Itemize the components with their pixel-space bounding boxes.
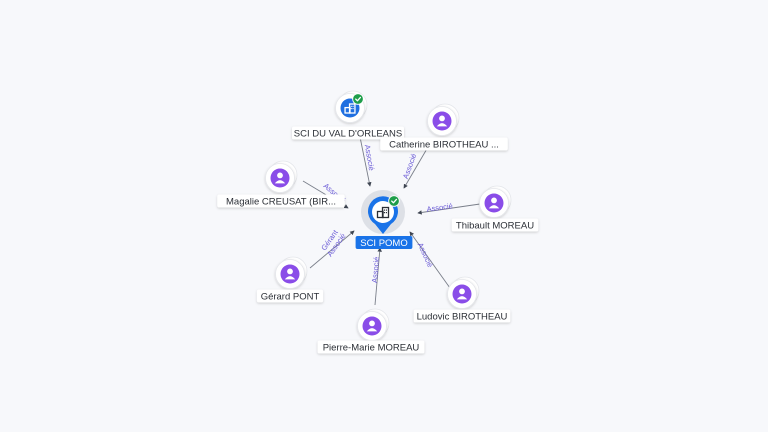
center-label-text: SCI POMO: [360, 238, 408, 249]
node-g-rard-pont[interactable]: Gérard PONT: [256, 256, 324, 303]
node-label-catherine-birotheau: Catherine BIROTHEAU ...: [380, 137, 508, 151]
node-label-ludovic-birotheau-text: Ludovic BIROTHEAU: [417, 312, 508, 323]
node-pierre-marie-moreau[interactable]: Pierre-Marie MOREAU: [317, 308, 425, 354]
edge-label: Associé: [426, 201, 453, 214]
checkmark-icon: [391, 198, 398, 204]
node-label-catherine-birotheau-text: Catherine BIROTHEAU ...: [389, 140, 499, 151]
center-label: SCI POMO: [355, 236, 413, 249]
node-label-g-rard-pont-text: Gérard PONT: [261, 292, 320, 303]
edge-pierre-marie-moreau: Associé: [370, 247, 382, 306]
verified-badge: [388, 195, 400, 207]
edge-label: Associé: [416, 241, 435, 269]
node-thibault-moreau[interactable]: Thibault MOREAU: [451, 185, 539, 232]
checkmark-icon: [355, 96, 362, 102]
edge-ludovic-birotheau: Associé: [409, 231, 451, 289]
edge-thibault-moreau: Associé: [417, 201, 481, 215]
edge-sci-du-val-d-orleans: Associé: [359, 136, 376, 187]
node-label-pierre-marie-moreau-text: Pierre-Marie MOREAU: [323, 343, 420, 354]
edge-catherine-birotheau: Associé: [401, 146, 429, 189]
person-icon: [270, 168, 290, 188]
edge-g-rard-pont: GérantAssocié: [309, 227, 355, 269]
node-magalie-creusat-bir[interactable]: Magalie CREUSAT (BIR...: [217, 160, 345, 208]
node-label-ludovic-birotheau: Ludovic BIROTHEAU: [413, 309, 511, 323]
node-label-sci-du-val-d-orleans-text: SCI DU VAL D'ORLEANS: [294, 129, 402, 140]
center-node[interactable]: SCI POMO: [355, 190, 413, 249]
verified-badge: [352, 93, 364, 105]
person-icon: [362, 316, 382, 336]
node-label-magalie-creusat-bir: Magalie CREUSAT (BIR...: [217, 194, 345, 208]
node-label-thibault-moreau: Thibault MOREAU: [451, 218, 539, 232]
node-label-thibault-moreau-text: Thibault MOREAU: [456, 221, 534, 232]
node-label-magalie-creusat-bir-text: Magalie CREUSAT (BIR...: [226, 197, 336, 208]
node-label-sci-du-val-d-orleans: SCI DU VAL D'ORLEANS: [292, 126, 404, 140]
edge-label: Associé: [370, 256, 381, 283]
person-icon: [484, 193, 504, 213]
node-catherine-birotheau[interactable]: Catherine BIROTHEAU ...: [380, 103, 508, 151]
building-icon: [344, 103, 356, 114]
person-icon: [432, 111, 452, 131]
edge-label: Associé: [401, 152, 418, 180]
edge-label: Associé: [363, 144, 376, 171]
node-ludovic-birotheau[interactable]: Ludovic BIROTHEAU: [413, 276, 511, 323]
node-label-pierre-marie-moreau: Pierre-Marie MOREAU: [317, 340, 425, 354]
person-icon: [452, 284, 472, 304]
node-label-g-rard-pont: Gérard PONT: [256, 289, 324, 303]
person-icon: [280, 264, 300, 284]
node-sci-du-val-d-orleans[interactable]: SCI DU VAL D'ORLEANS: [292, 90, 404, 140]
building-icon: [376, 206, 390, 219]
edge-label: GérantAssocié: [318, 227, 347, 258]
